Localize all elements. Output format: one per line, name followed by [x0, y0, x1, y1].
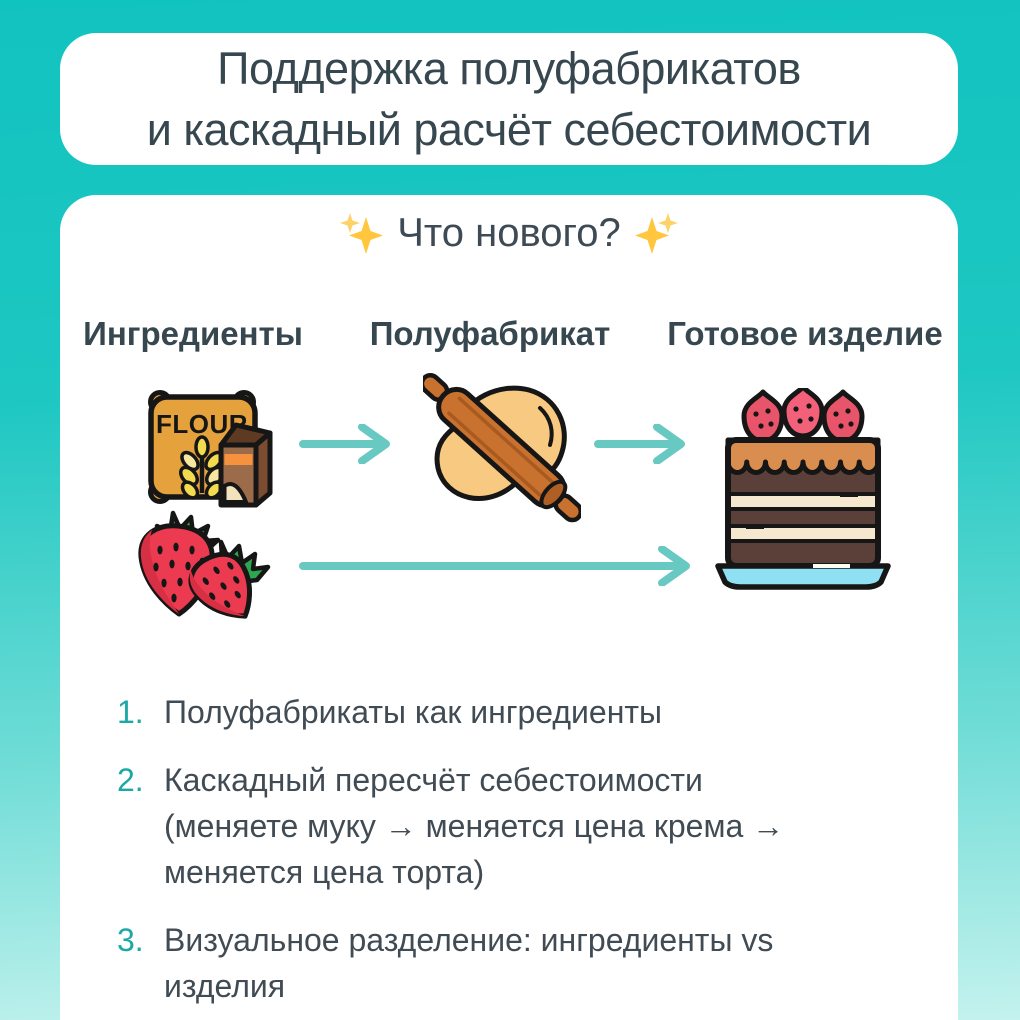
list-item-text: Визуальное разделение: ингредиенты vs из…	[164, 922, 774, 1004]
page-title: Поддержка полуфабрикатов и каскадный рас…	[146, 43, 872, 155]
sparkles-icon	[340, 212, 384, 254]
title-card: Поддержка полуфабрикатов и каскадный рас…	[60, 33, 958, 165]
list-item-number: 3.	[117, 922, 144, 958]
sparkles-icon	[634, 212, 678, 254]
column-header-finished: Готовое изделие	[667, 315, 943, 352]
list-item: 2. Каскадный пересчёт себестоимости (мен…	[117, 757, 917, 895]
flour-bag-and-milk-carton-icon: FLOUR	[148, 390, 273, 508]
list-item-number: 2.	[117, 762, 144, 798]
list-item-number: 1.	[117, 694, 144, 730]
whats-new-title: Что нового?	[397, 211, 621, 255]
whats-new-list: 1. Полуфабрикаты как ингредиенты 2. Каск…	[117, 689, 917, 1020]
strawberry-layer-cake-icon	[715, 388, 891, 590]
list-item-text: Полуфабрикаты как ингредиенты	[164, 694, 663, 730]
arrow-semifinished-to-finished-icon	[594, 424, 685, 464]
list-item-text: Каскадный пересчёт себестоимости (меняет…	[164, 762, 785, 890]
arrow-ingredients-to-finished-icon	[299, 546, 690, 586]
list-item: 1. Полуфабрикаты как ингредиенты	[117, 689, 917, 735]
arrow-ingredients-to-semifinished-icon	[299, 424, 390, 464]
content-card: Что нового? Ингредиенты Полуфабрикат Гот…	[60, 195, 958, 1020]
column-header-semifinished: Полуфабрикат	[369, 315, 611, 352]
strawberries-icon	[138, 510, 271, 619]
rolling-pin-with-dough-icon	[423, 372, 581, 523]
whats-new-heading-row: Что нового?	[60, 211, 958, 256]
list-item: 3. Визуальное разделение: ингредиенты vs…	[117, 917, 917, 1009]
column-header-ingredients: Ингредиенты	[83, 315, 303, 352]
